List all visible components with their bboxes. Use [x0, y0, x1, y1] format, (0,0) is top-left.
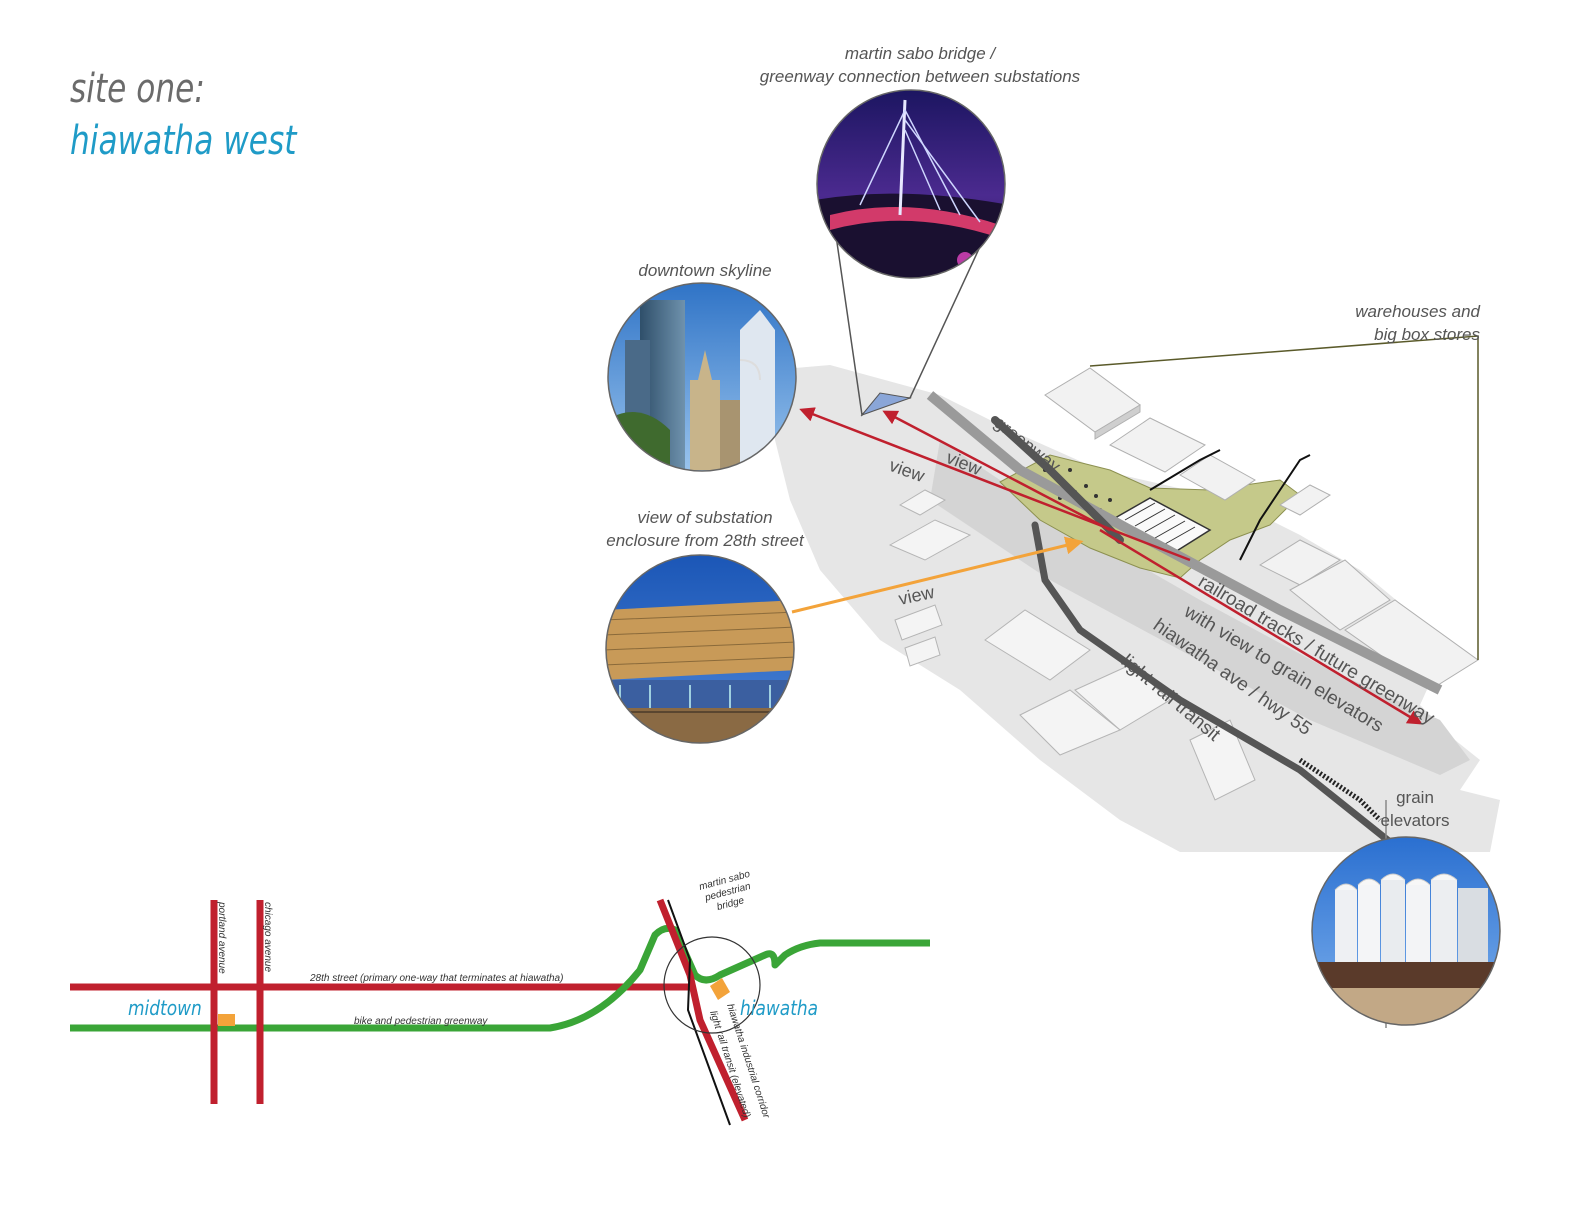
- grain-caption-line1: grain: [1396, 788, 1434, 807]
- portland-label: portland avenue: [216, 901, 227, 974]
- hiawatha-label: hiawatha: [740, 998, 818, 1021]
- bridge-callout: [816, 89, 1006, 417]
- lrt-line: [667, 899, 731, 1126]
- hiawatha-site-marker: [710, 978, 730, 1000]
- site-buildings: [888, 489, 1256, 801]
- key-map: [70, 898, 930, 1126]
- warehouses-caption-line2: big box stores: [1374, 325, 1480, 344]
- midtown-label: midtown: [128, 998, 202, 1021]
- view-arrow-2: [882, 410, 1111, 532]
- substation-caption: view of substation enclosure from 28th s…: [590, 506, 820, 552]
- rail-line: [1239, 454, 1311, 561]
- midtown-site-marker: [218, 1014, 235, 1026]
- view-arrow-substation: [791, 536, 1084, 614]
- hiawatha-highway: [926, 391, 1443, 695]
- rail-line-2: [1149, 449, 1221, 491]
- greenway-line: [70, 924, 930, 1032]
- rail-track: [1298, 757, 1382, 822]
- site-circle: [663, 936, 761, 1034]
- grain-caption: grain elevators: [1360, 786, 1470, 832]
- bridge-photo: [817, 90, 1005, 278]
- street-28th-label: 28th street (primary one-way that termin…: [309, 973, 563, 984]
- substation-caption-line2: enclosure from 28th street: [606, 531, 804, 550]
- warehouses-caption: warehouses and big box stores: [1280, 300, 1480, 346]
- page-title-line2: hiawatha west: [70, 118, 297, 164]
- substation-caption-line1: view of substation: [637, 508, 773, 527]
- bridge-caption-line2: greenway connection between substations: [759, 67, 1081, 86]
- warehouses-leader: [1089, 335, 1479, 660]
- aerial-model: [772, 365, 1500, 854]
- view-arrow-grain: [1099, 528, 1423, 725]
- light-rail-path: [1031, 521, 1404, 854]
- bridge-caption: martin sabo bridge / greenway connection…: [720, 42, 1120, 88]
- skyline-photo: [607, 282, 797, 472]
- greenway-key-label: bike and pedestrian greenway: [354, 1016, 488, 1027]
- grain-caption-line2: elevators: [1380, 811, 1450, 830]
- skyline-caption: downtown skyline: [638, 261, 772, 280]
- chicago-label: chicago avenue: [262, 902, 273, 972]
- bridge-caption-line1: martin sabo bridge /: [844, 44, 996, 63]
- substation-photo: [605, 554, 795, 744]
- hiawatha-corridor-line: [656, 898, 749, 1122]
- warehouse-buildings: [1044, 367, 1479, 691]
- warehouses-caption-line1: warehouses and: [1355, 302, 1480, 321]
- view-arrow-1: [799, 407, 1191, 562]
- grain-photo: [1311, 800, 1501, 1028]
- page-title-line1: site one:: [70, 66, 205, 112]
